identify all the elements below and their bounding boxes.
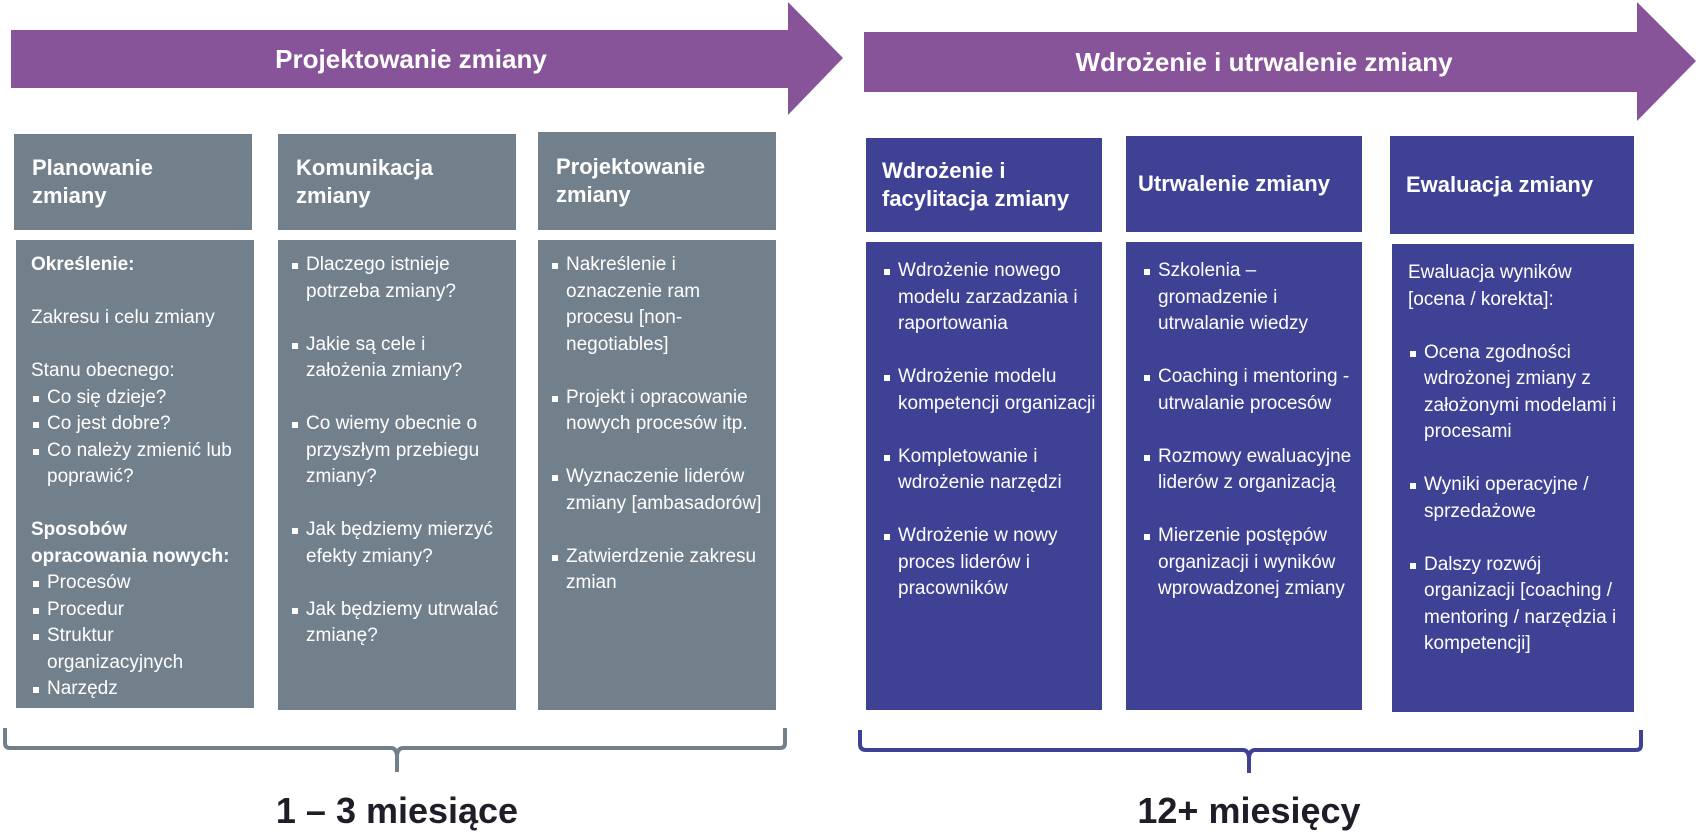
column-header-label: Planowanie zmiany (32, 155, 154, 208)
phase-arrow-implementation (864, 2, 1696, 121)
planning-scope: Zakresu i celu zmiany (31, 307, 215, 328)
list-item: Jakie są cele i założenia zmiany? (290, 332, 508, 385)
list-item: Jak będziemy mierzyć efekty zmiany? (290, 517, 508, 570)
brace-design (3, 728, 787, 772)
list-item: Narzędz (31, 676, 244, 703)
list-item: Jak będziemy utrwalać zmianę? (290, 597, 508, 650)
list-item: Zatwierdzenie zakresu zmian (550, 544, 768, 597)
list-item: Nakreślenie i oznaczenie ram procesu [no… (550, 252, 768, 358)
column-header-label: Utrwalenie zmiany (1138, 171, 1330, 196)
list-item: Co należy zmienić lub poprawić? (31, 438, 244, 491)
list-item: Ocena zgodności wdrożonej zmiany z założ… (1408, 340, 1626, 446)
column-header-label: Komunikacja zmiany (296, 155, 433, 208)
column-header-evaluation: Ewaluacja zmiany (1390, 136, 1634, 234)
column-header-consolidation: Utrwalenie zmiany (1126, 136, 1362, 232)
list-item: Wyznaczenie liderów zmiany [ambasadorów] (550, 464, 768, 517)
list-item: Dalszy rozwój organizacji [coaching / me… (1408, 552, 1626, 658)
list-item: Co się dzieje? (31, 385, 244, 412)
list-item: Kompletowanie i wdrożenie narzędzi (882, 444, 1096, 497)
column-header-design: Projektowanie zmiany (538, 132, 776, 230)
column-header-label: Ewaluacja zmiany (1406, 172, 1594, 197)
list-item: Wdrożenie w nowy proces liderów i pracow… (882, 523, 1096, 603)
column-body-evaluation: Ewaluacja wyników [ocena / korekta]: Oce… (1392, 244, 1634, 712)
column-header-planning: Planowanie zmiany (14, 134, 252, 230)
planning-intro: Określenie: (31, 254, 135, 275)
column-body-consolidation: Szkolenia – gromadzenie i utrwalanie wie… (1126, 242, 1362, 710)
list-item: Struktur organizacyjnych (31, 623, 244, 676)
column-header-label: Projektowanie zmiany (556, 154, 706, 207)
planning-methods-heading: Sposobów opracowania nowych: (31, 519, 230, 567)
list-item: Wdrożenie nowego modelu zarzadzania i ra… (882, 258, 1096, 338)
list-item: Szkolenia – gromadzenie i utrwalanie wie… (1142, 258, 1356, 338)
column-header-label: Wdrożenie i facylitacja zmiany (882, 158, 1070, 211)
brace-implementation (858, 730, 1643, 773)
phase-title-design: Projektowanie zmiany (275, 44, 547, 74)
phase-title-implementation: Wdrożenie i utrwalenie zmiany (1075, 47, 1453, 77)
list-item: Coaching i mentoring - utrwalanie proces… (1142, 364, 1356, 417)
list-item: Procedur (31, 597, 244, 624)
duration-implementation: 12+ miesięcy (1137, 790, 1361, 831)
list-item: Rozmowy ewaluacyjne liderów z organizacj… (1142, 444, 1356, 497)
list-item: Mierzenie postępów organizacji i wyników… (1142, 523, 1356, 603)
column-body-implementation: Wdrożenie nowego modelu zarzadzania i ra… (866, 242, 1102, 710)
list-item: Procesów (31, 570, 244, 597)
list-item: Co wiemy obecnie o przyszłym przebiegu z… (290, 411, 508, 491)
column-header-communication: Komunikacja zmiany (278, 134, 516, 230)
list-item: Co jest dobre? (31, 411, 244, 438)
evaluation-intro: Ewaluacja wyników [ocena / korekta]: (1408, 262, 1572, 310)
column-body-communication: Dlaczego istnieje potrzeba zmiany? Jakie… (278, 240, 516, 710)
list-item: Wyniki operacyjne / sprzedażowe (1408, 472, 1626, 525)
list-item: Dlaczego istnieje potrzeba zmiany? (290, 252, 508, 305)
duration-design: 1 – 3 miesiące (275, 790, 519, 831)
column-body-planning: Określenie: Zakresu i celu zmiany Stanu … (16, 240, 254, 708)
list-item: Projekt i opracowanie nowych procesów it… (550, 385, 768, 438)
phase-arrow-design (11, 2, 843, 115)
column-header-implementation: Wdrożenie i facylitacja zmiany (866, 138, 1102, 232)
column-body-design: Nakreślenie i oznaczenie ram procesu [no… (538, 240, 776, 710)
planning-current-state: Stanu obecnego: (31, 360, 175, 381)
list-item: Wdrożenie modelu kompetencji organizacji (882, 364, 1096, 417)
